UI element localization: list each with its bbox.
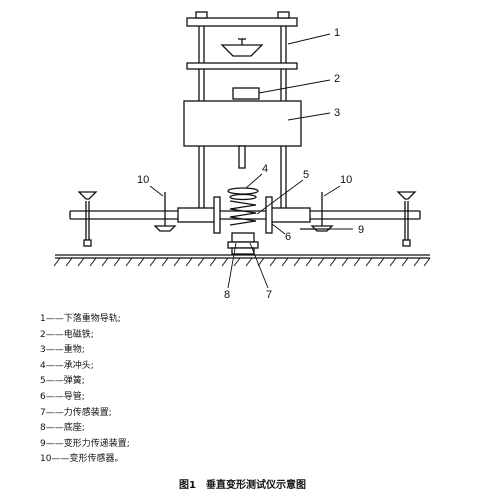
guide-tube-right [269,207,311,223]
base [227,241,259,249]
leveling-cup-left [77,191,98,200]
top-crossbar [186,17,298,27]
callout-10-right: 10 [340,174,352,186]
flange-right [265,196,273,234]
callout-8: 8 [224,289,230,300]
callout-2: 2 [334,73,340,85]
callout-1: 1 [334,27,340,39]
impact-head [227,187,259,195]
guide-tube-left [177,207,219,223]
flange-left [213,196,221,234]
leader-1 [287,33,331,45]
legend-item-9: 9——变形力传递装置; [40,438,130,449]
striker-rod [238,145,246,169]
sensor-tip-left [153,225,177,232]
leader-8 [227,242,237,289]
legend-item-3: 3——重物; [40,345,85,356]
spring [229,200,257,226]
legend-item-8: 8——底座; [40,423,85,434]
impact-head-lower [229,193,257,201]
legend-item-10: 10——变形传感器。 [40,454,124,465]
legend-item-2: 2——电磁铁; [40,329,94,340]
base-foot [231,247,255,255]
leader-4 [245,173,263,189]
electromagnet [232,87,260,100]
callout-6: 6 [285,231,291,243]
callout-4: 4 [262,163,268,175]
leader-10-left [149,185,164,197]
leader-3 [287,112,331,121]
leader-5 [256,179,304,215]
foot-left [83,239,92,247]
leader-6 [271,223,286,235]
nut-top-right [277,11,290,19]
nut-top-left [195,11,208,19]
force-sensor [231,232,255,243]
parts-legend: 1——下落重物导轨; 2——电磁铁; 3——重物; 4——承冲头; 5——弹簧;… [40,312,460,468]
foot-right [402,239,411,247]
drop-weight [183,100,302,147]
apparatus-diagram: 1 2 3 4 5 6 7 8 9 10 10 [53,11,431,300]
middle-crossbar [186,62,298,70]
funnel [220,44,264,57]
legend-item-4: 4——承冲头; [40,360,94,371]
callout-7: 7 [266,289,272,300]
callout-3: 3 [334,107,340,119]
callout-5: 5 [303,169,309,181]
leveling-cup-right [396,191,417,200]
legend-item-6: 6——导管; [40,391,85,402]
legend-item-5: 5——弹簧; [40,376,85,387]
figure-caption: 图1 垂直变形测试仪示意图 [179,480,306,491]
ground-hatch [53,257,431,267]
leader-7 [249,242,269,289]
callout-9: 9 [358,224,364,236]
leader-10-right [323,185,341,197]
legend-item-1: 1——下落重物导轨; [40,314,121,324]
leader-2 [258,79,331,94]
legend-item-7: 7——力传感装置; [40,407,112,418]
callout-10-left: 10 [137,174,149,186]
